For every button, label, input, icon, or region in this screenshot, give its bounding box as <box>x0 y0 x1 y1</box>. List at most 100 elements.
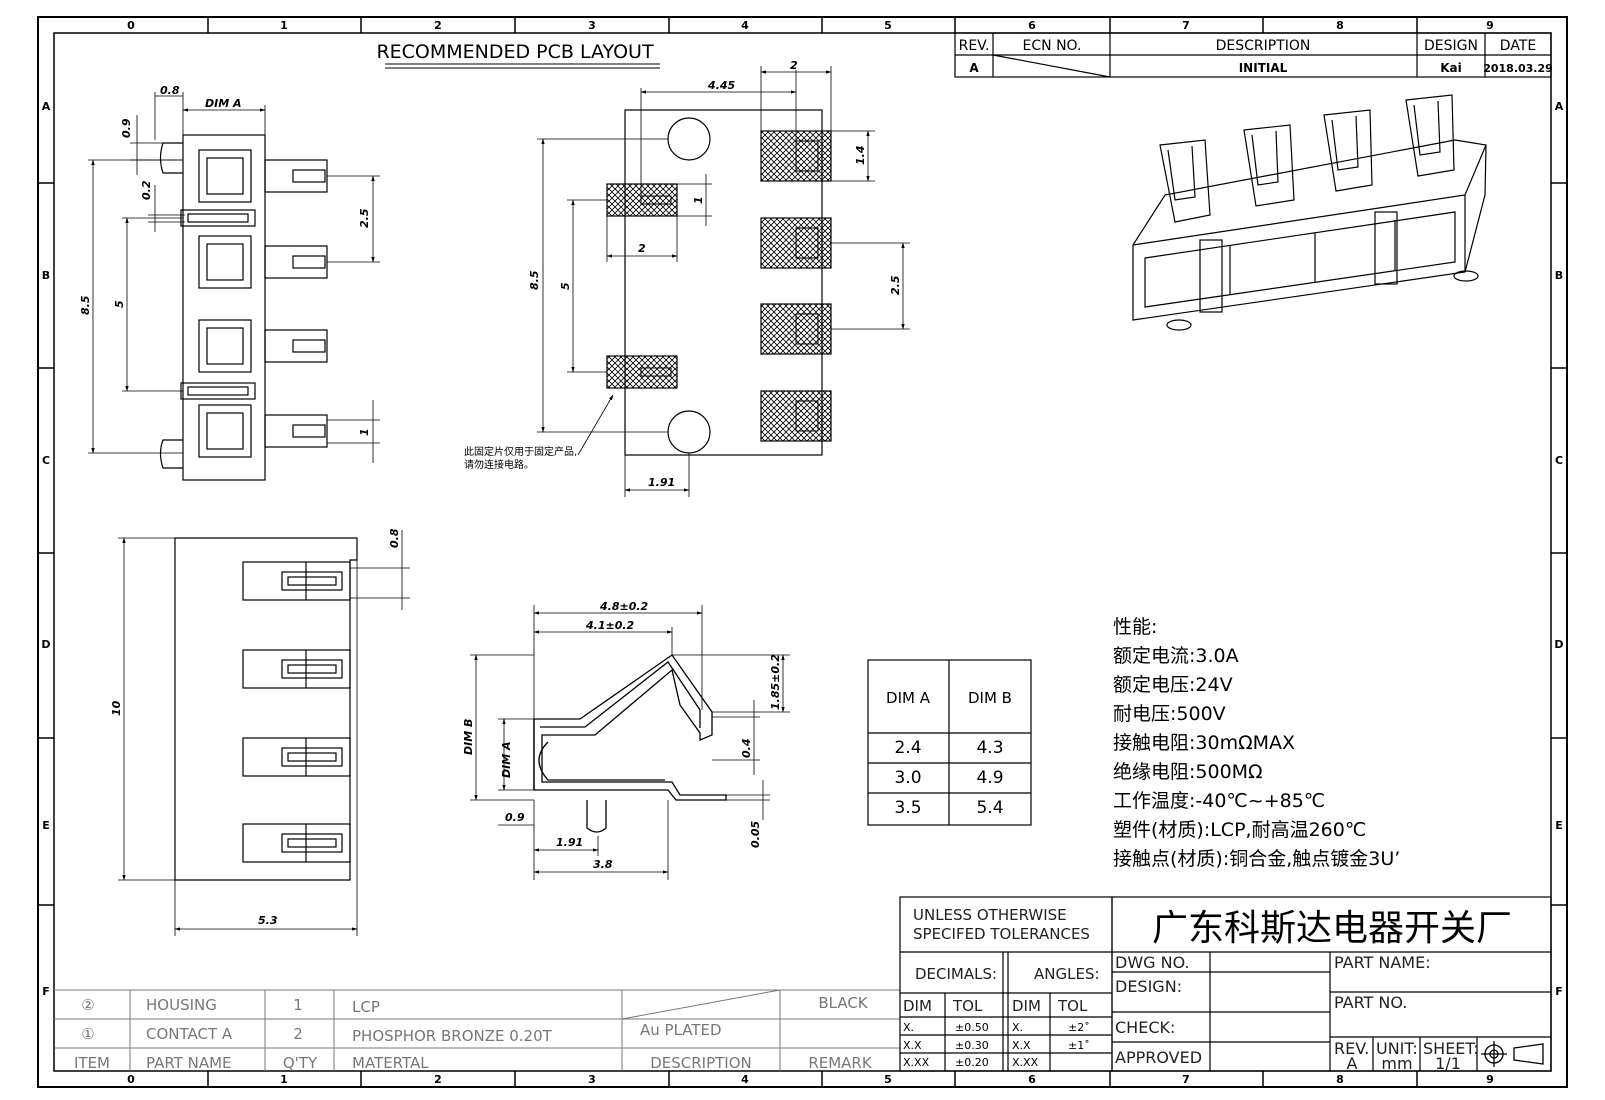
contact-profile-dim-labels: 4.8±0.2 4.1±0.2 1.85±0.2 DIM B DIM A 0.4… <box>462 600 782 871</box>
dim-1-91-pcb: 1.91 <box>648 476 675 489</box>
part-no-label: PART NO. <box>1334 993 1407 1012</box>
dim-table-cell: 3.5 <box>894 798 921 818</box>
title-block: 广东科斯达电器开关厂 DWG NO. DESIGN: CHECK: APPROV… <box>1111 896 1552 1073</box>
dim-1-left: 1 <box>358 428 371 436</box>
dim-1-91-side: 1.91 <box>556 836 583 849</box>
dwg-no-label: DWG NO. <box>1115 953 1190 972</box>
tolerance-cell: X.XX <box>903 1056 930 1069</box>
grid-col-0-bottom: 0 <box>127 1073 135 1086</box>
dim-table-cell: 4.3 <box>976 738 1003 758</box>
dim-8-5-left: 8.5 <box>79 295 92 315</box>
dim-1-4: 1.4 <box>854 146 867 166</box>
mounting-note: 此固定片仅用于固定产品, 请勿连接电路。 <box>464 445 577 471</box>
side-view-dimensions <box>118 530 410 936</box>
dim-3-8: 3.8 <box>593 858 613 871</box>
dim-table-cell: 2.4 <box>894 738 921 758</box>
grid-col-9: 9 <box>1486 19 1494 32</box>
dim-2-5-left: 2.5 <box>358 208 371 228</box>
bom-name-contact: CONTACT A <box>146 1025 233 1043</box>
dim-table-cell: 4.9 <box>976 768 1003 788</box>
bom-header-remark: REMARK <box>808 1054 873 1072</box>
tolerance-cell: ±0.30 <box>955 1039 989 1052</box>
dim-table-header-a: DIM A <box>886 689 931 707</box>
isometric-3d-view <box>1132 94 1487 331</box>
grid-row-b-right: B <box>1555 269 1563 282</box>
side-view-dim-labels: 0.8 10 5.3 <box>110 528 401 927</box>
grid-labels: 0 1 2 3 4 5 6 7 8 9 0 1 2 3 4 5 6 7 8 9 … <box>41 19 1563 1086</box>
grid-row-e: E <box>42 819 50 832</box>
bom-header-material: MATERTAL <box>352 1054 429 1072</box>
dim-table-cell: 5.4 <box>976 798 1003 818</box>
top-view-dimensions <box>88 92 380 463</box>
tolerance-heading-1: UNLESS OTHERWISE <box>913 906 1067 924</box>
grid-col-0: 0 <box>127 19 135 32</box>
grid-row-c: C <box>42 454 50 467</box>
dim-a-side: DIM A <box>500 741 513 778</box>
dim-table: DIM A DIM B 2.4 4.3 3.0 4.9 3.5 5.4 <box>867 659 1032 826</box>
tolerance-cell: ±1˚ <box>1068 1039 1090 1052</box>
dim-8-5-pcb: 8.5 <box>528 270 541 290</box>
note-line-2: 请勿连接电路。 <box>464 458 534 471</box>
rev-header-ecn: ECN NO. <box>1023 38 1082 54</box>
rev-value-description: INITIAL <box>1239 61 1288 75</box>
bom-header-item: ITEM <box>74 1054 110 1072</box>
grid-col-6: 6 <box>1028 19 1036 32</box>
grid-col-6-bottom: 6 <box>1028 1073 1036 1086</box>
tolerance-angles: ANGLES: <box>1034 965 1100 983</box>
drawing-title: RECOMMENDED PCB LAYOUT <box>376 41 654 63</box>
bom-qty: 1 <box>293 996 303 1014</box>
grid-col-1: 1 <box>280 19 288 32</box>
spec-line: 塑件(材质):LCP,耐高温260℃ <box>1113 819 1366 841</box>
tolerance-angle-dim-header: DIM <box>1012 997 1041 1015</box>
grid-col-8-bottom: 8 <box>1336 1073 1344 1086</box>
dim-0-9-side: 0.9 <box>505 811 525 824</box>
grid-col-7-bottom: 7 <box>1182 1073 1190 1086</box>
spec-line: 额定电流:3.0A <box>1113 645 1239 667</box>
dim-0-9: 0.9 <box>120 118 133 138</box>
grid-col-5-bottom: 5 <box>884 1073 892 1086</box>
tolerance-cell: X.X <box>903 1039 922 1052</box>
dim-5-pcb: 5 <box>559 282 572 290</box>
company-name: 广东科斯达电器开关厂 <box>1152 908 1512 949</box>
top-view-drawing <box>159 134 328 481</box>
rev-header-description: DESCRIPTION <box>1216 38 1311 54</box>
bom-qty: 2 <box>293 1025 303 1043</box>
rev-header-design: DESIGN <box>1424 38 1478 54</box>
rev-value: A <box>1347 1054 1358 1073</box>
dim-b-side: DIM B <box>462 719 475 755</box>
tolerance-cell: X. <box>1012 1021 1023 1034</box>
frame <box>37 16 1568 1088</box>
grid-col-2: 2 <box>434 19 442 32</box>
tolerance-cell: X. <box>903 1021 914 1034</box>
tolerance-angle-tol-header: TOL <box>1057 997 1088 1015</box>
tolerance-cell: X.XX <box>1012 1056 1039 1069</box>
tolerance-decimals: DECIMALS: <box>915 965 997 983</box>
bom-item-1: ① <box>81 1025 94 1043</box>
dim-4-45: 4.45 <box>707 79 735 92</box>
grid-row-a: A <box>42 100 51 113</box>
grid-col-7: 7 <box>1182 19 1190 32</box>
dim-1-85: 1.85±0.2 <box>769 654 782 710</box>
dim-0-2: 0.2 <box>140 180 153 200</box>
dim-5-3: 5.3 <box>258 914 278 927</box>
contact-profile-dimensions <box>470 605 790 880</box>
grid-row-b: B <box>42 269 50 282</box>
grid-col-3-bottom: 3 <box>588 1073 596 1086</box>
dim-2-top: 2 <box>790 59 798 72</box>
tolerance-cell: X.X <box>1012 1039 1031 1052</box>
spec-line: 绝缘电阻:500MΩ <box>1113 761 1263 783</box>
tolerance-tol-header: TOL <box>952 997 983 1015</box>
check-label: CHECK: <box>1115 1018 1175 1037</box>
specs-heading: 性能: <box>1113 616 1157 638</box>
tolerance-block: UNLESS OTHERWISE SPECIFED TOLERANCES DEC… <box>899 896 1113 1072</box>
bom-header-name: PART NAME <box>146 1054 232 1072</box>
bom-header-description: DESCRIPTION <box>650 1054 752 1072</box>
bom-table: ② HOUSING 1 LCP BLACK ① CONTACT A 2 PHOS… <box>54 989 900 1072</box>
specifications: 性能: 额定电流:3.0A 额定电压:24V 耐电压:500V 接触电阻:30m… <box>1113 616 1400 870</box>
dim-0-8-side: 0.8 <box>388 528 401 548</box>
tolerance-cell: ±0.50 <box>955 1021 989 1034</box>
approved-label: APPROVED <box>1115 1048 1202 1067</box>
tolerance-dim-header: DIM <box>903 997 932 1015</box>
tolerance-heading-2: SPECIFED TOLERANCES <box>913 925 1090 943</box>
side-view-drawing <box>174 537 358 881</box>
